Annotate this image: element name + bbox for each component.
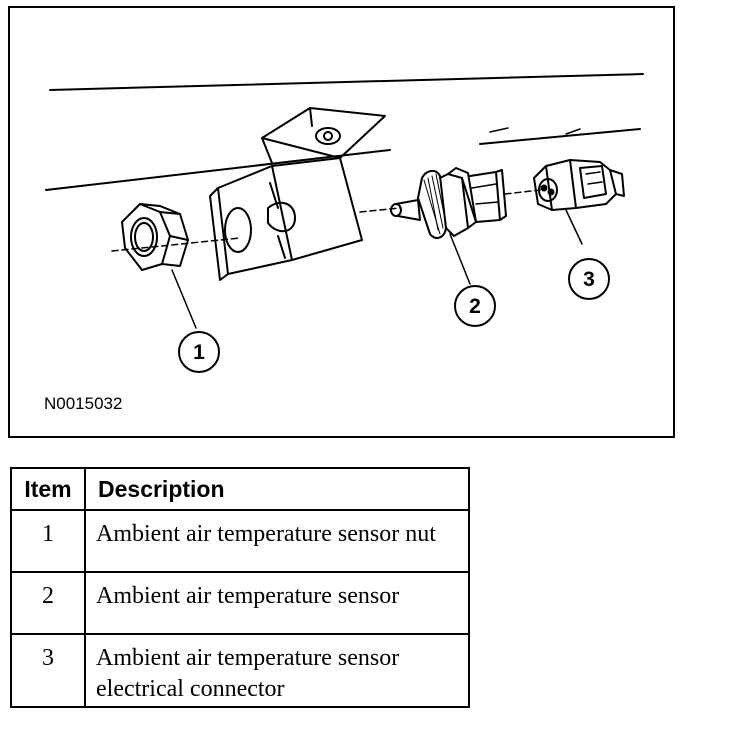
callout-3-label: 3 (583, 268, 595, 291)
sensor-nut (121, 203, 189, 271)
parts-table-header-row: Item Description (10, 467, 470, 511)
callout-1: 1 (178, 331, 220, 373)
table-row: 2 Ambient air temperature sensor (10, 571, 470, 635)
item-number: 1 (10, 509, 86, 573)
callout-1-label: 1 (193, 341, 205, 364)
assembly-centerline (359, 207, 401, 213)
body-lower-edge (45, 149, 391, 191)
body-detail-mark (489, 127, 509, 133)
temperature-sensor (390, 167, 507, 239)
callout-1-leader (171, 269, 197, 329)
body-lower-edge-right (479, 128, 641, 145)
callout-2: 2 (454, 285, 496, 327)
body-detail-mark (565, 128, 581, 135)
table-row: 3 Ambient air temperature sensor electri… (10, 633, 470, 708)
figure-reference-number: N0015032 (44, 394, 123, 413)
callout-2-label: 2 (469, 295, 481, 318)
body-upper-edge (49, 73, 644, 91)
item-description: Ambient air temperature sensor nut (84, 509, 470, 573)
item-description: Ambient air temperature sensor electrica… (84, 633, 470, 708)
callout-2-leader (449, 233, 471, 285)
exploded-view-figure: 1 2 3 N0015032 (8, 6, 675, 438)
item-number: 3 (10, 633, 86, 708)
exploded-view-drawing: 1 2 3 (45, 73, 644, 373)
callout-3: 3 (568, 258, 610, 300)
table-row: 1 Ambient air temperature sensor nut (10, 509, 470, 573)
assembly-centerline (504, 189, 541, 195)
item-description: Ambient air temperature sensor (84, 571, 470, 635)
electrical-connector (533, 159, 625, 211)
parts-table: Item Description 1 Ambient air temperatu… (10, 467, 470, 708)
item-number: 2 (10, 571, 86, 635)
description-column-header: Description (84, 467, 470, 511)
callout-3-leader (565, 209, 583, 245)
sensor-bracket (209, 107, 386, 281)
item-column-header: Item (10, 467, 86, 511)
